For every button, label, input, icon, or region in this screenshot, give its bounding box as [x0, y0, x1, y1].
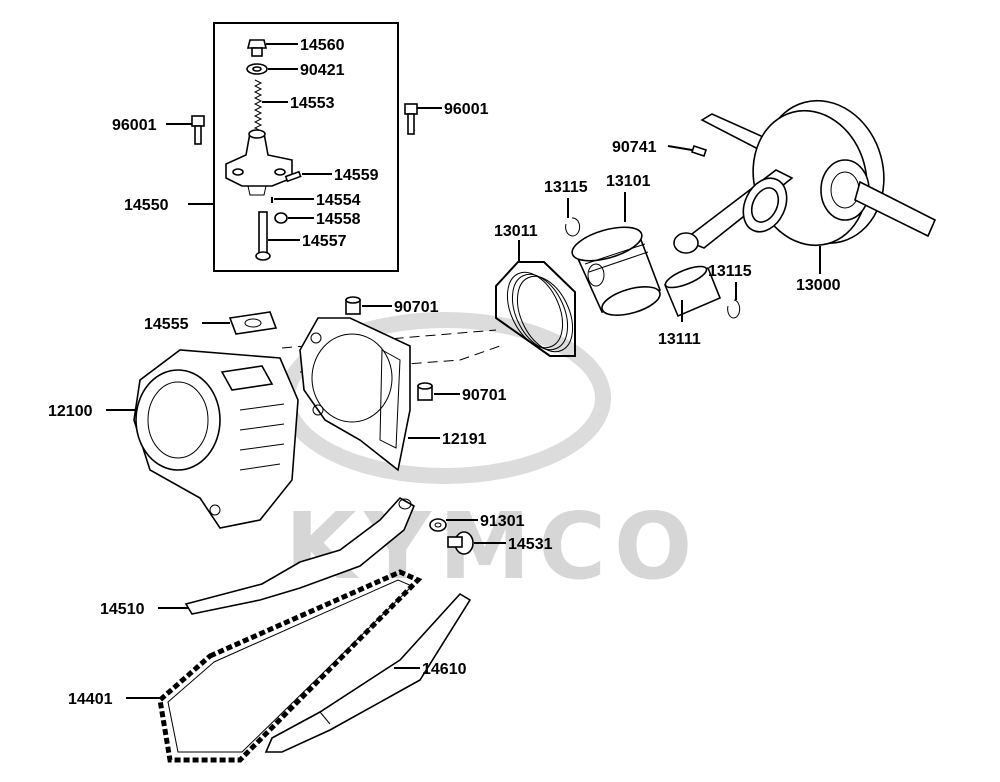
washer-91301	[429, 518, 447, 532]
callout-12100: 12100	[48, 403, 93, 420]
callout-13011: 13011	[494, 223, 538, 240]
cylinder-12100	[133, 349, 299, 529]
callout-14558: 14558	[316, 211, 361, 228]
callout-14554: 14554	[316, 192, 361, 209]
callout-13111: 13111	[658, 331, 701, 348]
dowel-90701-lower	[417, 382, 433, 401]
callout-90701-upper: 90701	[394, 299, 439, 316]
callout-91301: 91301	[480, 513, 525, 530]
bolt-14531	[447, 531, 474, 555]
chain-guide-14610	[264, 592, 472, 753]
callout-14610: 14610	[422, 661, 467, 678]
callout-13101: 13101	[606, 173, 651, 190]
tensioner-inset-box	[213, 22, 399, 272]
callout-13115-upper: 13115	[544, 179, 588, 196]
callout-90701-lower: 90701	[462, 387, 507, 404]
callout-90421: 90421	[300, 62, 345, 79]
cylinder-gasket-12191	[299, 317, 411, 472]
callout-14510: 14510	[100, 601, 145, 618]
callout-13115-lower: 13115	[708, 263, 752, 280]
callout-96001-right: 96001	[444, 101, 489, 118]
crankshaft-13000	[673, 99, 937, 254]
callout-13000: 13000	[796, 277, 841, 294]
callout-14560: 14560	[300, 37, 345, 54]
chain-guide-14510	[184, 496, 416, 615]
callout-12191: 12191	[442, 431, 487, 448]
callout-14555: 14555	[144, 316, 189, 333]
kymco-watermark: KYMCO	[279, 312, 692, 600]
gasket-14555	[228, 311, 278, 335]
callout-14401: 14401	[68, 691, 113, 708]
piston-ring-set-13011	[495, 261, 576, 357]
callout-14553: 14553	[290, 95, 335, 112]
callout-labels: 14560 90421 14553 96001 96001 14559 1455…	[48, 37, 841, 708]
callout-90741: 90741	[612, 139, 657, 156]
clip-13115-upper	[565, 217, 581, 237]
callout-14550: 14550	[124, 197, 169, 214]
clip-13115-lower	[727, 299, 741, 319]
cam-chain-14401	[157, 569, 423, 763]
callout-14531: 14531	[508, 536, 553, 553]
tensioner-parts	[225, 39, 302, 261]
callout-96001-left: 96001	[112, 117, 157, 134]
callout-14557: 14557	[302, 233, 347, 250]
leader-lines	[106, 43, 821, 699]
dowel-90701-upper	[345, 296, 361, 315]
bolt-96001-right	[404, 103, 418, 135]
bolt-96001-left	[191, 115, 205, 145]
piston-13101	[571, 226, 662, 316]
key-90741	[690, 144, 708, 158]
callout-14559: 14559	[334, 167, 379, 184]
piston-pin-13111	[663, 265, 722, 318]
